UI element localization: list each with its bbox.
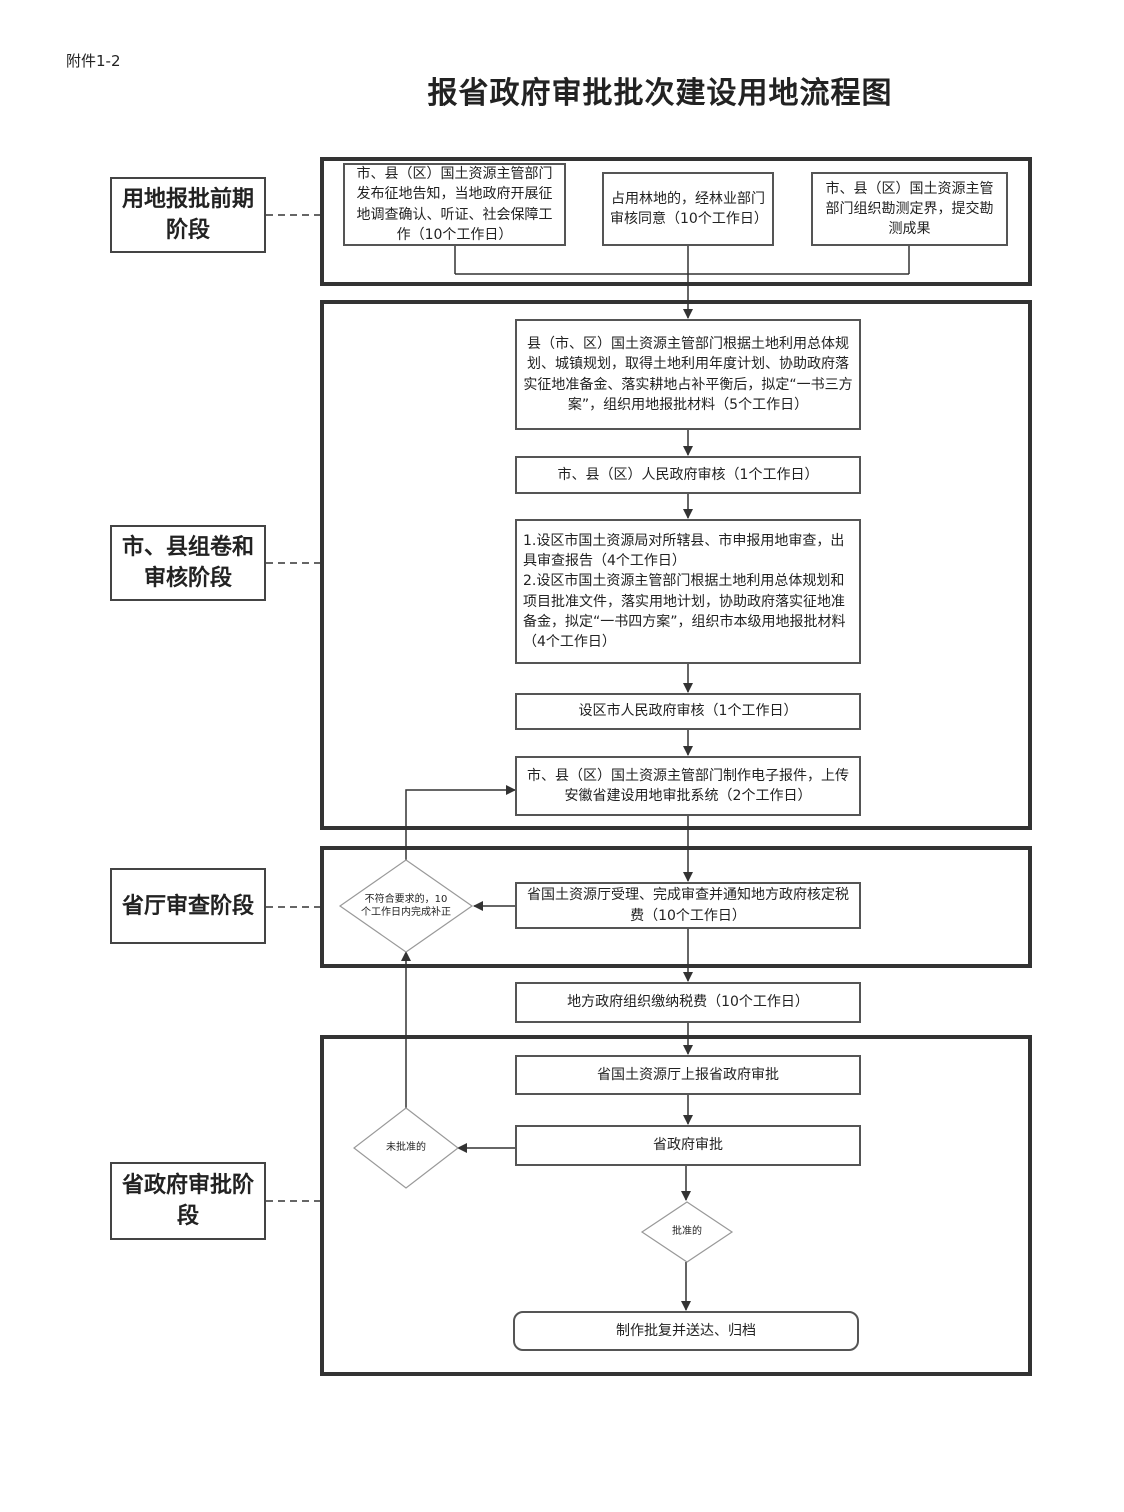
step-provincial-gov-approval: 省政府审批 bbox=[515, 1125, 861, 1166]
step-land-notice: 市、县（区）国土资源主管部门发布征地告知，当地政府开展征地调查确认、听证、社会保… bbox=[343, 163, 566, 246]
step-county-prepare-materials: 县（市、区）国土资源主管部门根据土地利用总体规划、城镇规划，取得土地利用年度计划… bbox=[515, 319, 861, 430]
stage-label-compile-review: 市、县组卷和审核阶段 bbox=[110, 525, 266, 601]
step-text: 设区市人民政府审核（1个工作日） bbox=[578, 703, 798, 720]
stage-label-pre-approval: 用地报批前期阶段 bbox=[110, 177, 266, 253]
stage-frame-dept-review bbox=[320, 846, 1032, 968]
step-text: 占用林地的，经林业部门审核同意（10个工作日） bbox=[610, 190, 768, 227]
step-text: 省政府审批 bbox=[653, 1137, 723, 1154]
step-text: 地方政府组织缴纳税费（10个工作日） bbox=[567, 994, 809, 1011]
decision-approved-text: 批准的 bbox=[672, 1226, 702, 1238]
stage-label-gov-approval: 省政府审批阶段 bbox=[110, 1162, 266, 1240]
step-text: 省国土资源厅上报省政府审批 bbox=[597, 1066, 779, 1083]
step-county-gov-review: 市、县（区）人民政府审核（1个工作日） bbox=[515, 456, 861, 494]
decision-not-approved-text: 未批准的 bbox=[386, 1142, 426, 1154]
stage-label-text: 省厅审查阶段 bbox=[121, 892, 254, 919]
attachment-label: 附件1-2 bbox=[66, 52, 121, 70]
page-title: 报省政府审批批次建设用地流程图 bbox=[427, 76, 893, 111]
step-forestry-review: 占用林地的，经林业部门审核同意（10个工作日） bbox=[602, 172, 774, 246]
stage-frame-compile-review bbox=[320, 300, 1032, 830]
step-text: 县（市、区）国土资源主管部门根据土地利用总体规划、城镇规划，取得土地利用年度计划… bbox=[523, 335, 853, 413]
step-text: 市、县（区）国土资源主管部门组织勘测定界，提交勘测成果 bbox=[825, 180, 994, 238]
step-text: 制作批复并送达、归档 bbox=[616, 1322, 756, 1339]
decision-approved bbox=[640, 1201, 734, 1263]
step-submit-to-provincial-gov: 省国土资源厅上报省政府审批 bbox=[515, 1055, 861, 1095]
step-city-review: 1.设区市国土资源局对所辖县、市申报用地审查，出具审查报告（4个工作日） 2.设… bbox=[515, 519, 861, 664]
step-text: 市、县（区）国土资源主管部门制作电子报件，上传安徽省建设用地审批系统（2个工作日… bbox=[527, 767, 849, 804]
step-survey-boundary: 市、县（区）国土资源主管部门组织勘测定界，提交勘测成果 bbox=[811, 172, 1008, 246]
stage-label-text: 省政府审批阶段 bbox=[121, 1172, 254, 1229]
stage-frame-pre-approval bbox=[320, 157, 1032, 286]
step-text: 省国土资源厅受理、完成审查并通知地方政府核定税费（10个工作日） bbox=[527, 887, 849, 924]
step-text-item-2: 2.设区市国土资源主管部门根据土地利用总体规划和项目批准文件，落实用地计划，协助… bbox=[523, 573, 846, 651]
step-issue-and-archive: 制作批复并送达、归档 bbox=[513, 1311, 859, 1351]
decision-noncompliant bbox=[338, 859, 474, 953]
step-text: 市、县（区）人民政府审核（1个工作日） bbox=[557, 466, 819, 483]
stage-label-text: 用地报批前期阶段 bbox=[121, 186, 254, 243]
decision-not-approved bbox=[353, 1107, 459, 1189]
step-text: 市、县（区）国土资源主管部门发布征地告知，当地政府开展征地调查确认、听证、社会保… bbox=[356, 165, 553, 243]
step-text-item-1: 1.设区市国土资源局对所辖县、市申报用地审查，出具审查报告（4个工作日） bbox=[523, 532, 845, 569]
step-upload-electronic-files: 市、县（区）国土资源主管部门制作电子报件，上传安徽省建设用地审批系统（2个工作日… bbox=[515, 756, 861, 816]
step-pay-fees: 地方政府组织缴纳税费（10个工作日） bbox=[515, 982, 861, 1023]
stage-label-dept-review: 省厅审查阶段 bbox=[110, 868, 266, 944]
stage-frame-gov-approval bbox=[320, 1035, 1032, 1376]
decision-noncompliant-text: 不符合要求的，10个工作日内完成补正 bbox=[361, 893, 451, 919]
step-city-gov-review: 设区市人民政府审核（1个工作日） bbox=[515, 693, 861, 730]
stage-label-text: 市、县组卷和审核阶段 bbox=[121, 534, 254, 591]
step-provincial-dept-review: 省国土资源厅受理、完成审查并通知地方政府核定税费（10个工作日） bbox=[515, 882, 861, 929]
